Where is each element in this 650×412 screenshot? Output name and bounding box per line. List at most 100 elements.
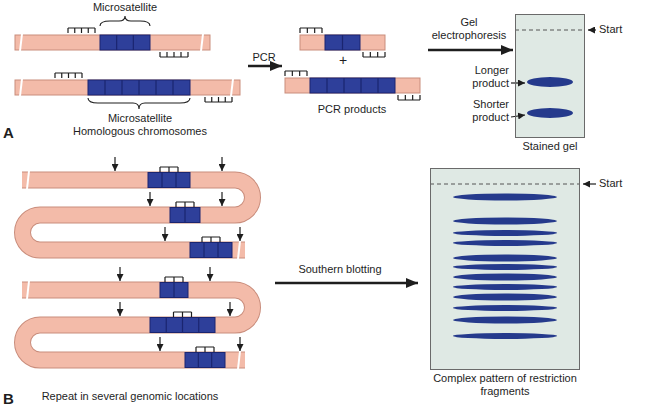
- repeat-block: [170, 208, 200, 223]
- repeat-divider: [217, 243, 218, 258]
- step-label: Southern blotting: [285, 263, 395, 276]
- primer: [205, 97, 232, 102]
- dna-strand: [22, 290, 253, 360]
- break-mark: [231, 79, 233, 96]
- primer: [165, 277, 183, 282]
- panel-letter: B: [3, 390, 19, 407]
- repeat-divider: [133, 35, 134, 50]
- part-label: Homologous chromosomes: [70, 125, 210, 138]
- repeat-block: [190, 243, 232, 258]
- pointer-arrow: [239, 337, 240, 351]
- start-label: Start: [599, 23, 644, 36]
- part-label: PCR products: [307, 103, 397, 116]
- primer: [160, 52, 188, 57]
- pointer-arrow: [119, 302, 120, 316]
- pointer-arrow: [239, 227, 240, 241]
- break-mark: [201, 34, 203, 51]
- gel-band: [453, 230, 557, 236]
- repeat-block: [150, 318, 215, 333]
- break-mark: [238, 241, 240, 259]
- repeat-block: [185, 353, 225, 368]
- repeat-divider: [166, 318, 167, 333]
- pointer-arrow: [588, 29, 596, 30]
- repeat-divider: [343, 78, 344, 93]
- break-mark: [20, 79, 22, 96]
- brace: [100, 16, 150, 26]
- pointer-arrow: [511, 82, 525, 83]
- gel-band: [453, 317, 557, 324]
- pointer-arrow: [114, 157, 115, 171]
- repeat-block: [100, 35, 150, 50]
- gel-band: [527, 108, 573, 118]
- repeat-divider: [203, 243, 204, 258]
- gel-box: Complex pattern of restriction fragments: [430, 168, 580, 370]
- dna-strand: [285, 78, 420, 93]
- dna-strand: [15, 80, 240, 95]
- dna-outline: [22, 290, 253, 360]
- primer: [160, 167, 178, 172]
- repeat-divider: [155, 80, 156, 95]
- part-label: Repeat in several genomic locations: [20, 390, 240, 403]
- primer: [398, 95, 420, 100]
- start-line: [515, 30, 585, 31]
- gel-band: [453, 333, 557, 339]
- gel-band: [453, 218, 557, 225]
- pointer-arrow: [159, 337, 160, 351]
- step-label: Gel electrophoresis: [426, 16, 512, 42]
- primer: [285, 71, 307, 76]
- repeat-divider: [116, 35, 117, 50]
- gel-caption: Complex pattern of restriction fragments: [430, 372, 580, 398]
- pointer-arrow: [209, 267, 210, 281]
- repeat-divider: [198, 353, 199, 368]
- repeat-divider: [377, 78, 378, 93]
- repeat-divider: [211, 353, 212, 368]
- repeat-divider: [198, 318, 199, 333]
- repeat-divider: [182, 318, 183, 333]
- dna-strand: [22, 180, 253, 250]
- gel-ground: [430, 168, 580, 370]
- break-mark: [27, 171, 29, 189]
- start-label: Start: [599, 177, 644, 190]
- gel-ground: [515, 14, 585, 138]
- repeat-divider: [121, 80, 122, 95]
- repeat-divider: [342, 35, 343, 50]
- repeat-block: [88, 80, 190, 95]
- pointer-arrow: [119, 267, 120, 281]
- repeat-divider: [326, 78, 327, 93]
- gel-band: [453, 255, 557, 262]
- repeat-divider: [184, 208, 185, 223]
- repeat-divider: [172, 80, 173, 95]
- gel-band: [453, 274, 557, 281]
- part-label: Microsatellite: [80, 1, 170, 14]
- pointer-arrow: [221, 157, 222, 171]
- pointer-arrow: [149, 192, 150, 206]
- repeat-block: [310, 78, 395, 93]
- dna-strand: [15, 35, 210, 50]
- process-arrow: [275, 282, 418, 285]
- repeat-divider: [104, 80, 105, 95]
- repeat-divider: [360, 78, 361, 93]
- plus-sign: +: [333, 53, 353, 68]
- repeat-divider: [138, 80, 139, 95]
- repeat-block: [160, 283, 188, 298]
- primer: [174, 312, 192, 317]
- break-mark: [238, 351, 240, 369]
- gel-band: [453, 294, 557, 301]
- step-label: PCR: [244, 51, 284, 64]
- repeat-divider: [173, 283, 174, 298]
- gel-band: [453, 305, 557, 311]
- dna-outline: [22, 180, 253, 250]
- gel-caption: Stained gel: [522, 140, 577, 153]
- process-arrow: [248, 65, 282, 68]
- pointer-arrow: [229, 302, 230, 316]
- start-line: [430, 184, 580, 185]
- pointer-arrow: [164, 227, 165, 241]
- primer: [300, 28, 322, 33]
- pointer-arrow: [511, 115, 525, 117]
- gel-band: [453, 284, 557, 290]
- pointer-arrow: [221, 192, 222, 206]
- repeat-block: [148, 173, 190, 188]
- gel-band: [453, 194, 557, 201]
- repeat-block: [325, 35, 360, 50]
